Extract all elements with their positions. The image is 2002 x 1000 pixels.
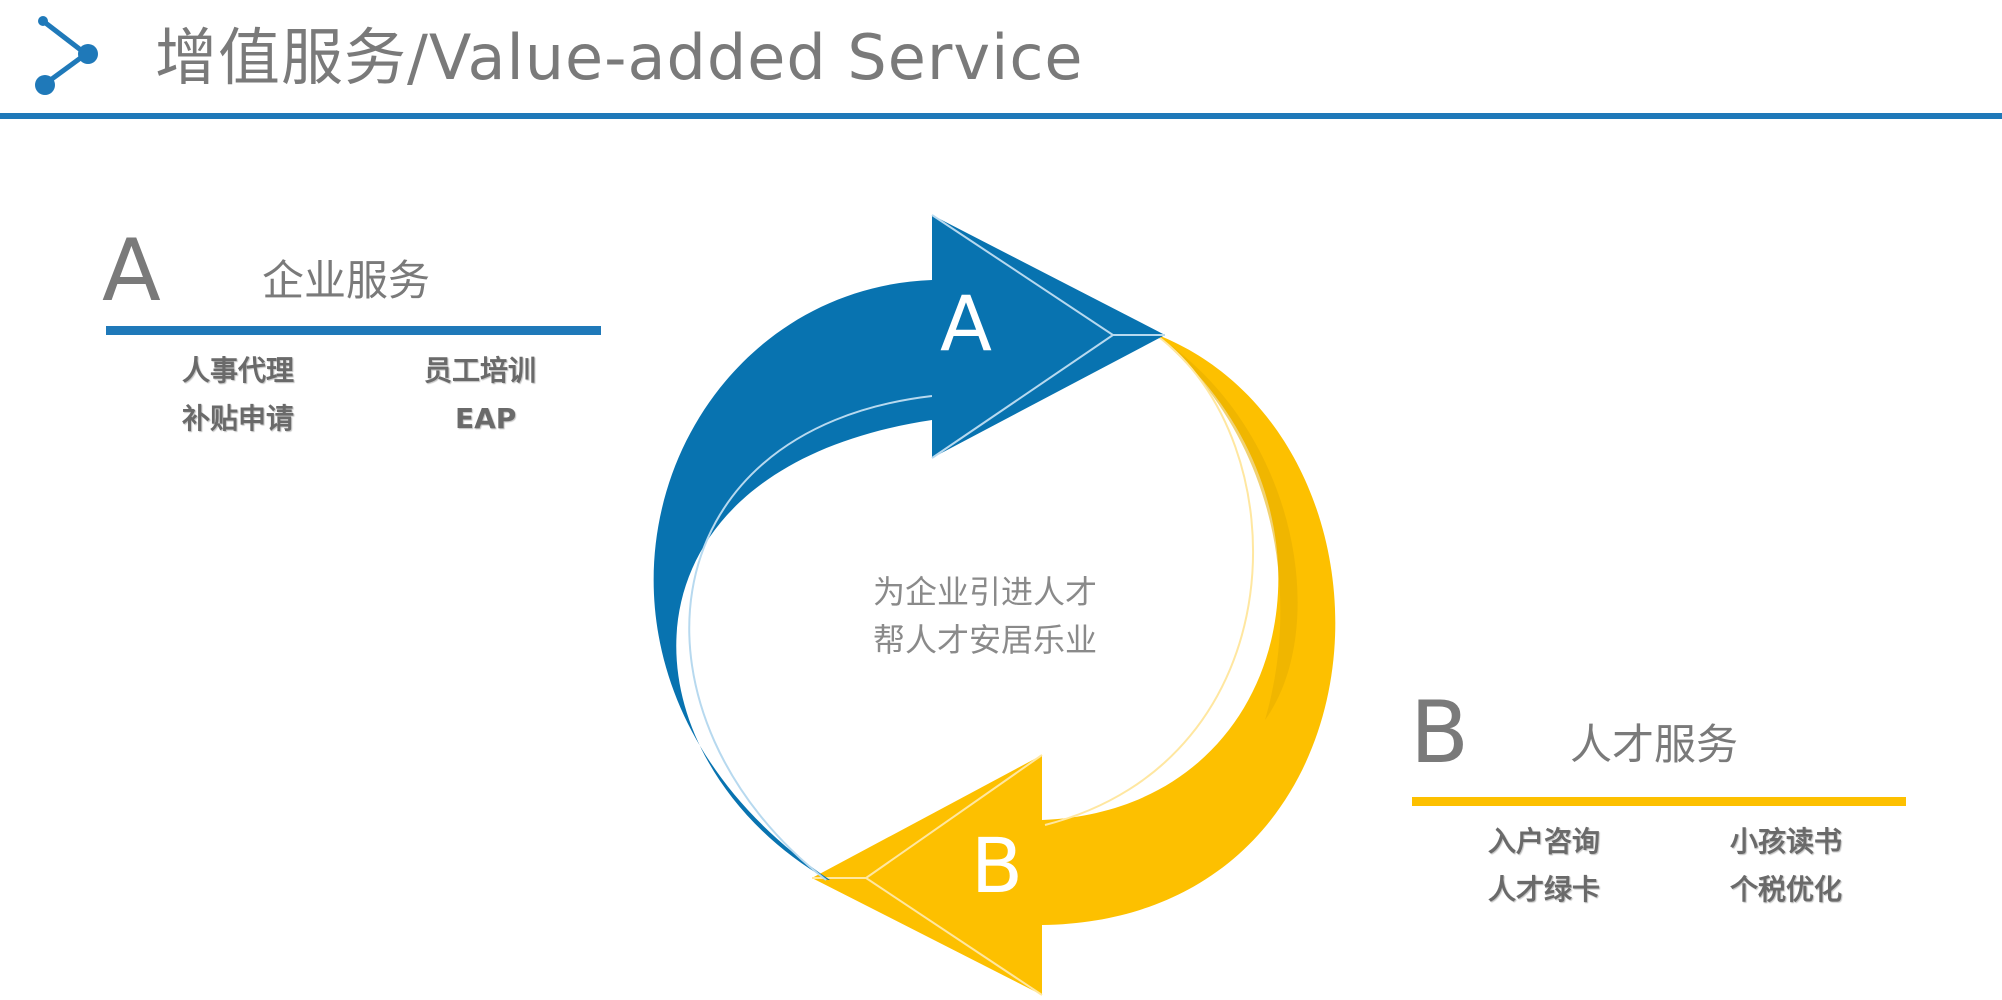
section-a-item: 补贴申请 bbox=[182, 402, 295, 435]
arrow-a-head bbox=[932, 215, 1165, 458]
section-b-item: 入户咨询 bbox=[1488, 825, 1601, 858]
section-a-item: 员工培训 bbox=[424, 354, 537, 387]
arrow-b-head bbox=[812, 755, 1042, 995]
center-text-line: 为企业引进人才 bbox=[872, 573, 1097, 611]
arrow-a-highlight bbox=[688, 395, 933, 881]
cycle-center-text: 为企业引进人才 帮人才安居乐业 bbox=[860, 568, 1110, 664]
arrow-a-body bbox=[653, 280, 932, 880]
arrow-b-body-shade bbox=[1156, 335, 1298, 720]
arrow-b-highlight bbox=[1044, 334, 1255, 826]
arrow-a bbox=[653, 214, 1165, 881]
arrow-b-label: B bbox=[971, 821, 1023, 910]
page-title: 增值服务/Value-added Service bbox=[155, 21, 1084, 94]
section-b-rule bbox=[1412, 797, 1906, 806]
share-node-icon bbox=[35, 16, 98, 95]
center-text-line: 帮人才安居乐业 bbox=[872, 621, 1097, 659]
section-a-item: 人事代理 bbox=[182, 354, 295, 387]
cycle-diagram: A B bbox=[653, 214, 1336, 996]
arrow-b bbox=[812, 334, 1336, 996]
section-a-letter: A bbox=[102, 221, 161, 321]
section-b-letter: B bbox=[1410, 683, 1469, 783]
section-a-heading: 企业服务 bbox=[262, 256, 431, 305]
section-a-item: EAP bbox=[455, 402, 517, 435]
section-a-rule bbox=[106, 326, 601, 335]
section-b-heading: 人才服务 bbox=[1570, 720, 1739, 769]
title-divider bbox=[0, 113, 2002, 119]
section-b-item: 个税优化 bbox=[1730, 873, 1843, 906]
section-b-item: 小孩读书 bbox=[1730, 825, 1843, 858]
arrow-a-label: A bbox=[940, 279, 992, 368]
section-b-item: 人才绿卡 bbox=[1488, 873, 1601, 906]
